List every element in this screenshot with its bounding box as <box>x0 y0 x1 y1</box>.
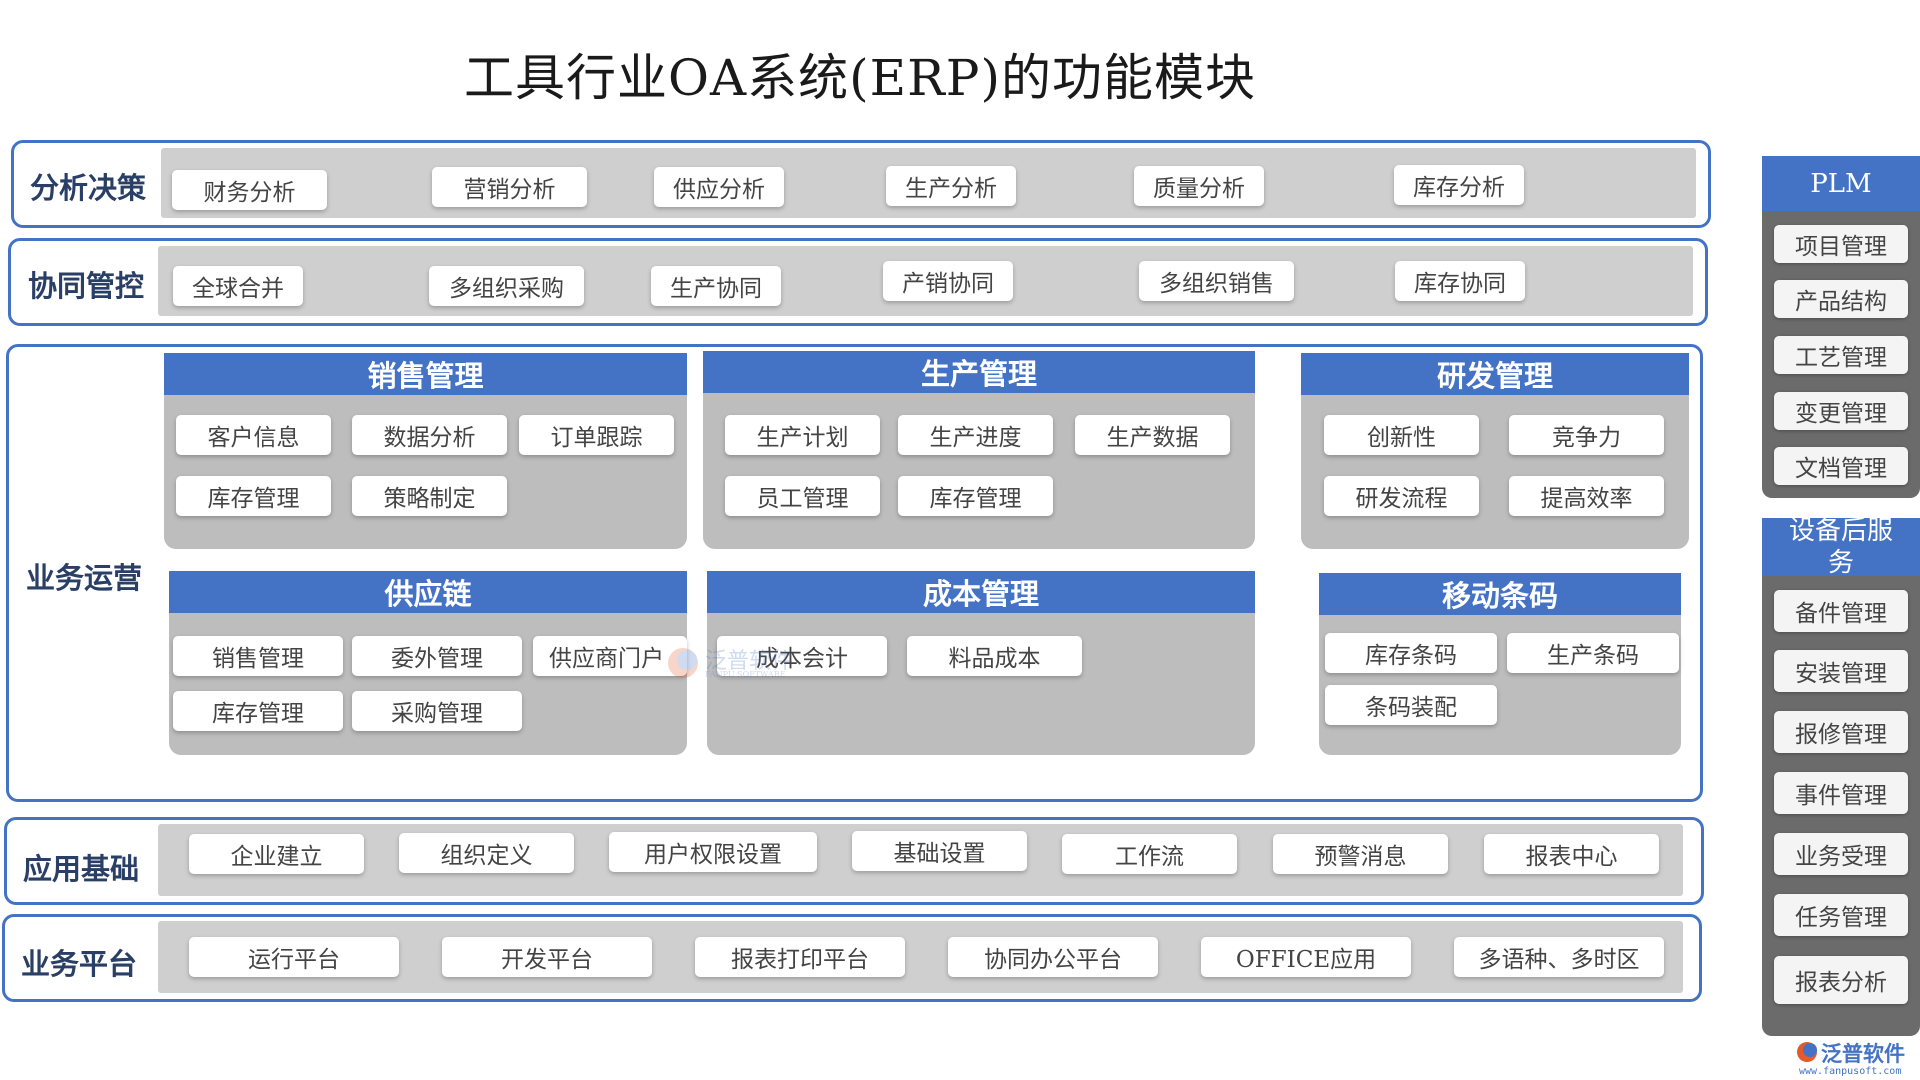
plm-item-change[interactable]: 变更管理 <box>1774 392 1908 430</box>
side-service-title: 设备后服务 <box>1762 516 1920 578</box>
production-item-inventory[interactable]: 库存管理 <box>898 476 1053 516</box>
chip-multi-org-purchase[interactable]: 多组织采购 <box>429 266 584 306</box>
module-supply-title: 供应链 <box>169 571 687 613</box>
chip-report-print-platform[interactable]: 报表打印平台 <box>695 937 905 977</box>
sales-item-order-tracking[interactable]: 订单跟踪 <box>519 415 674 455</box>
rd-item-efficiency[interactable]: 提高效率 <box>1509 476 1664 516</box>
fanpu-watermark-en: FANPU SOFTWARE <box>705 670 786 679</box>
plm-item-project[interactable]: 项目管理 <box>1774 225 1908 263</box>
chip-org-definition[interactable]: 组织定义 <box>399 833 574 873</box>
band-collab-label: 协同管控 <box>28 269 145 303</box>
chip-marketing-analysis[interactable]: 营销分析 <box>432 167 587 207</box>
fanpu-watermark-name: 泛普软件 <box>705 649 794 674</box>
band-platform-chip-area <box>158 921 1683 993</box>
barcode-item-production[interactable]: 生产条码 <box>1507 633 1679 673</box>
chip-supply-analysis[interactable]: 供应分析 <box>654 167 784 207</box>
band-base: 应用基础 企业建立 组织定义 用户权限设置 基础设置 工作流 预警消息 报表中心 <box>4 817 1704 905</box>
chip-production-analysis[interactable]: 生产分析 <box>886 166 1016 206</box>
band-analysis: 分析决策 财务分析 营销分析 供应分析 生产分析 质量分析 库存分析 <box>11 140 1711 228</box>
chip-global-consolidation[interactable]: 全球合并 <box>173 266 303 306</box>
supply-item-sales[interactable]: 销售管理 <box>173 636 343 676</box>
chip-production-collab[interactable]: 生产协同 <box>651 266 781 306</box>
barcode-item-assembly[interactable]: 条码装配 <box>1325 685 1497 725</box>
supply-item-inventory[interactable]: 库存管理 <box>173 691 343 731</box>
band-platform: 业务平台 运行平台 开发平台 报表打印平台 协同办公平台 OFFICE应用 多语… <box>2 914 1702 1002</box>
cost-item-accounting[interactable]: 成本会计 <box>717 636 887 676</box>
chip-quality-analysis[interactable]: 质量分析 <box>1134 166 1264 206</box>
chip-inventory-collab[interactable]: 库存协同 <box>1395 261 1525 301</box>
service-item-tasks[interactable]: 任务管理 <box>1774 894 1908 936</box>
module-cost-title: 成本管理 <box>707 571 1255 613</box>
service-item-installation[interactable]: 安装管理 <box>1774 650 1908 692</box>
chip-multi-org-sales[interactable]: 多组织销售 <box>1139 261 1294 301</box>
band-ops-label: 业务运营 <box>26 561 143 595</box>
sales-item-inventory[interactable]: 库存管理 <box>176 476 331 516</box>
supply-item-purchase[interactable]: 采购管理 <box>352 691 522 731</box>
band-base-label: 应用基础 <box>23 852 140 886</box>
production-item-plan[interactable]: 生产计划 <box>725 415 880 455</box>
service-item-report-analysis[interactable]: 报表分析 <box>1774 956 1908 1004</box>
module-rd: 研发管理 创新性 竞争力 研发流程 提高效率 <box>1301 353 1689 549</box>
sales-item-customer-info[interactable]: 客户信息 <box>176 415 331 455</box>
module-sales-title: 销售管理 <box>164 353 687 395</box>
rd-item-process[interactable]: 研发流程 <box>1324 476 1479 516</box>
production-item-progress[interactable]: 生产进度 <box>898 415 1053 455</box>
module-rd-title: 研发管理 <box>1301 353 1689 395</box>
plm-item-document[interactable]: 文档管理 <box>1774 447 1908 485</box>
service-item-events[interactable]: 事件管理 <box>1774 772 1908 814</box>
module-production: 生产管理 生产计划 生产进度 生产数据 员工管理 库存管理 <box>703 351 1255 549</box>
supply-item-outsourcing[interactable]: 委外管理 <box>352 636 522 676</box>
chip-runtime-platform[interactable]: 运行平台 <box>189 937 399 977</box>
chip-office-apps[interactable]: OFFICE应用 <box>1201 937 1411 977</box>
module-supply: 供应链 销售管理 委外管理 供应商门户 库存管理 采购管理 <box>169 571 687 755</box>
band-collab: 协同管控 全球合并 多组织采购 生产协同 产销协同 多组织销售 库存协同 <box>8 238 1708 326</box>
chip-finance-analysis[interactable]: 财务分析 <box>172 170 327 210</box>
chip-enterprise-setup[interactable]: 企业建立 <box>189 834 364 874</box>
side-plm: PLM 项目管理 产品结构 工艺管理 变更管理 文档管理 <box>1762 156 1920 498</box>
rd-item-innovation[interactable]: 创新性 <box>1324 415 1479 455</box>
chip-report-center[interactable]: 报表中心 <box>1484 834 1659 874</box>
module-barcode: 移动条码 库存条码 生产条码 条码装配 <box>1319 573 1681 755</box>
rd-item-competitiveness[interactable]: 竞争力 <box>1509 415 1664 455</box>
production-item-data[interactable]: 生产数据 <box>1075 415 1230 455</box>
sales-item-data-analysis[interactable]: 数据分析 <box>352 415 507 455</box>
page-title: 工具行业OA系统(ERP)的功能模块 <box>464 49 1256 107</box>
chip-dev-platform[interactable]: 开发平台 <box>442 937 652 977</box>
module-barcode-title: 移动条码 <box>1319 573 1681 615</box>
cost-item-material-cost[interactable]: 料品成本 <box>907 636 1082 676</box>
plm-item-product-structure[interactable]: 产品结构 <box>1774 280 1908 318</box>
fanpu-watermark: 泛普软件 FANPU SOFTWARE <box>665 643 825 683</box>
band-platform-label: 业务平台 <box>21 947 138 981</box>
chip-sales-production-collab[interactable]: 产销协同 <box>883 261 1013 301</box>
fanpu-logo-icon <box>1797 1042 1817 1062</box>
side-service: 设备后服务 备件管理 安装管理 报修管理 事件管理 业务受理 任务管理 报表分析 <box>1762 516 1920 1036</box>
plm-item-process[interactable]: 工艺管理 <box>1774 336 1908 374</box>
chip-workflow[interactable]: 工作流 <box>1062 834 1237 874</box>
fanpu-logo: 泛普软件 www.fanpusoft.com <box>1795 1038 1920 1080</box>
chip-basic-settings[interactable]: 基础设置 <box>852 831 1027 871</box>
service-item-spare-parts[interactable]: 备件管理 <box>1774 590 1908 632</box>
chip-user-permissions[interactable]: 用户权限设置 <box>609 832 817 872</box>
module-cost: 成本管理 成本会计 料品成本 泛普软件 FANPU SOFTWARE <box>668 571 1255 755</box>
chip-alert-messages[interactable]: 预警消息 <box>1273 834 1448 874</box>
chip-inventory-analysis[interactable]: 库存分析 <box>1394 165 1524 205</box>
band-ops: 业务运营 销售管理 客户信息 数据分析 订单跟踪 库存管理 策略制定 生产管理 … <box>6 344 1703 802</box>
production-item-staff[interactable]: 员工管理 <box>725 476 880 516</box>
module-sales: 销售管理 客户信息 数据分析 订单跟踪 库存管理 策略制定 <box>164 353 687 549</box>
service-item-business-acceptance[interactable]: 业务受理 <box>1774 833 1908 875</box>
side-plm-title: PLM <box>1762 156 1920 211</box>
supply-item-supplier-portal[interactable]: 供应商门户 <box>533 636 687 676</box>
sales-item-strategy[interactable]: 策略制定 <box>352 476 507 516</box>
fanpu-logo-url: www.fanpusoft.com <box>1799 1066 1902 1077</box>
chip-multi-language[interactable]: 多语种、多时区 <box>1454 937 1664 977</box>
fanpu-logo-name: 泛普软件 <box>1821 1041 1905 1066</box>
barcode-item-inventory[interactable]: 库存条码 <box>1325 633 1497 673</box>
fanpu-watermark-icon <box>668 648 698 678</box>
service-item-repair[interactable]: 报修管理 <box>1774 711 1908 753</box>
chip-collab-office-platform[interactable]: 协同办公平台 <box>948 937 1158 977</box>
band-analysis-label: 分析决策 <box>30 171 147 205</box>
module-production-title: 生产管理 <box>703 351 1255 393</box>
